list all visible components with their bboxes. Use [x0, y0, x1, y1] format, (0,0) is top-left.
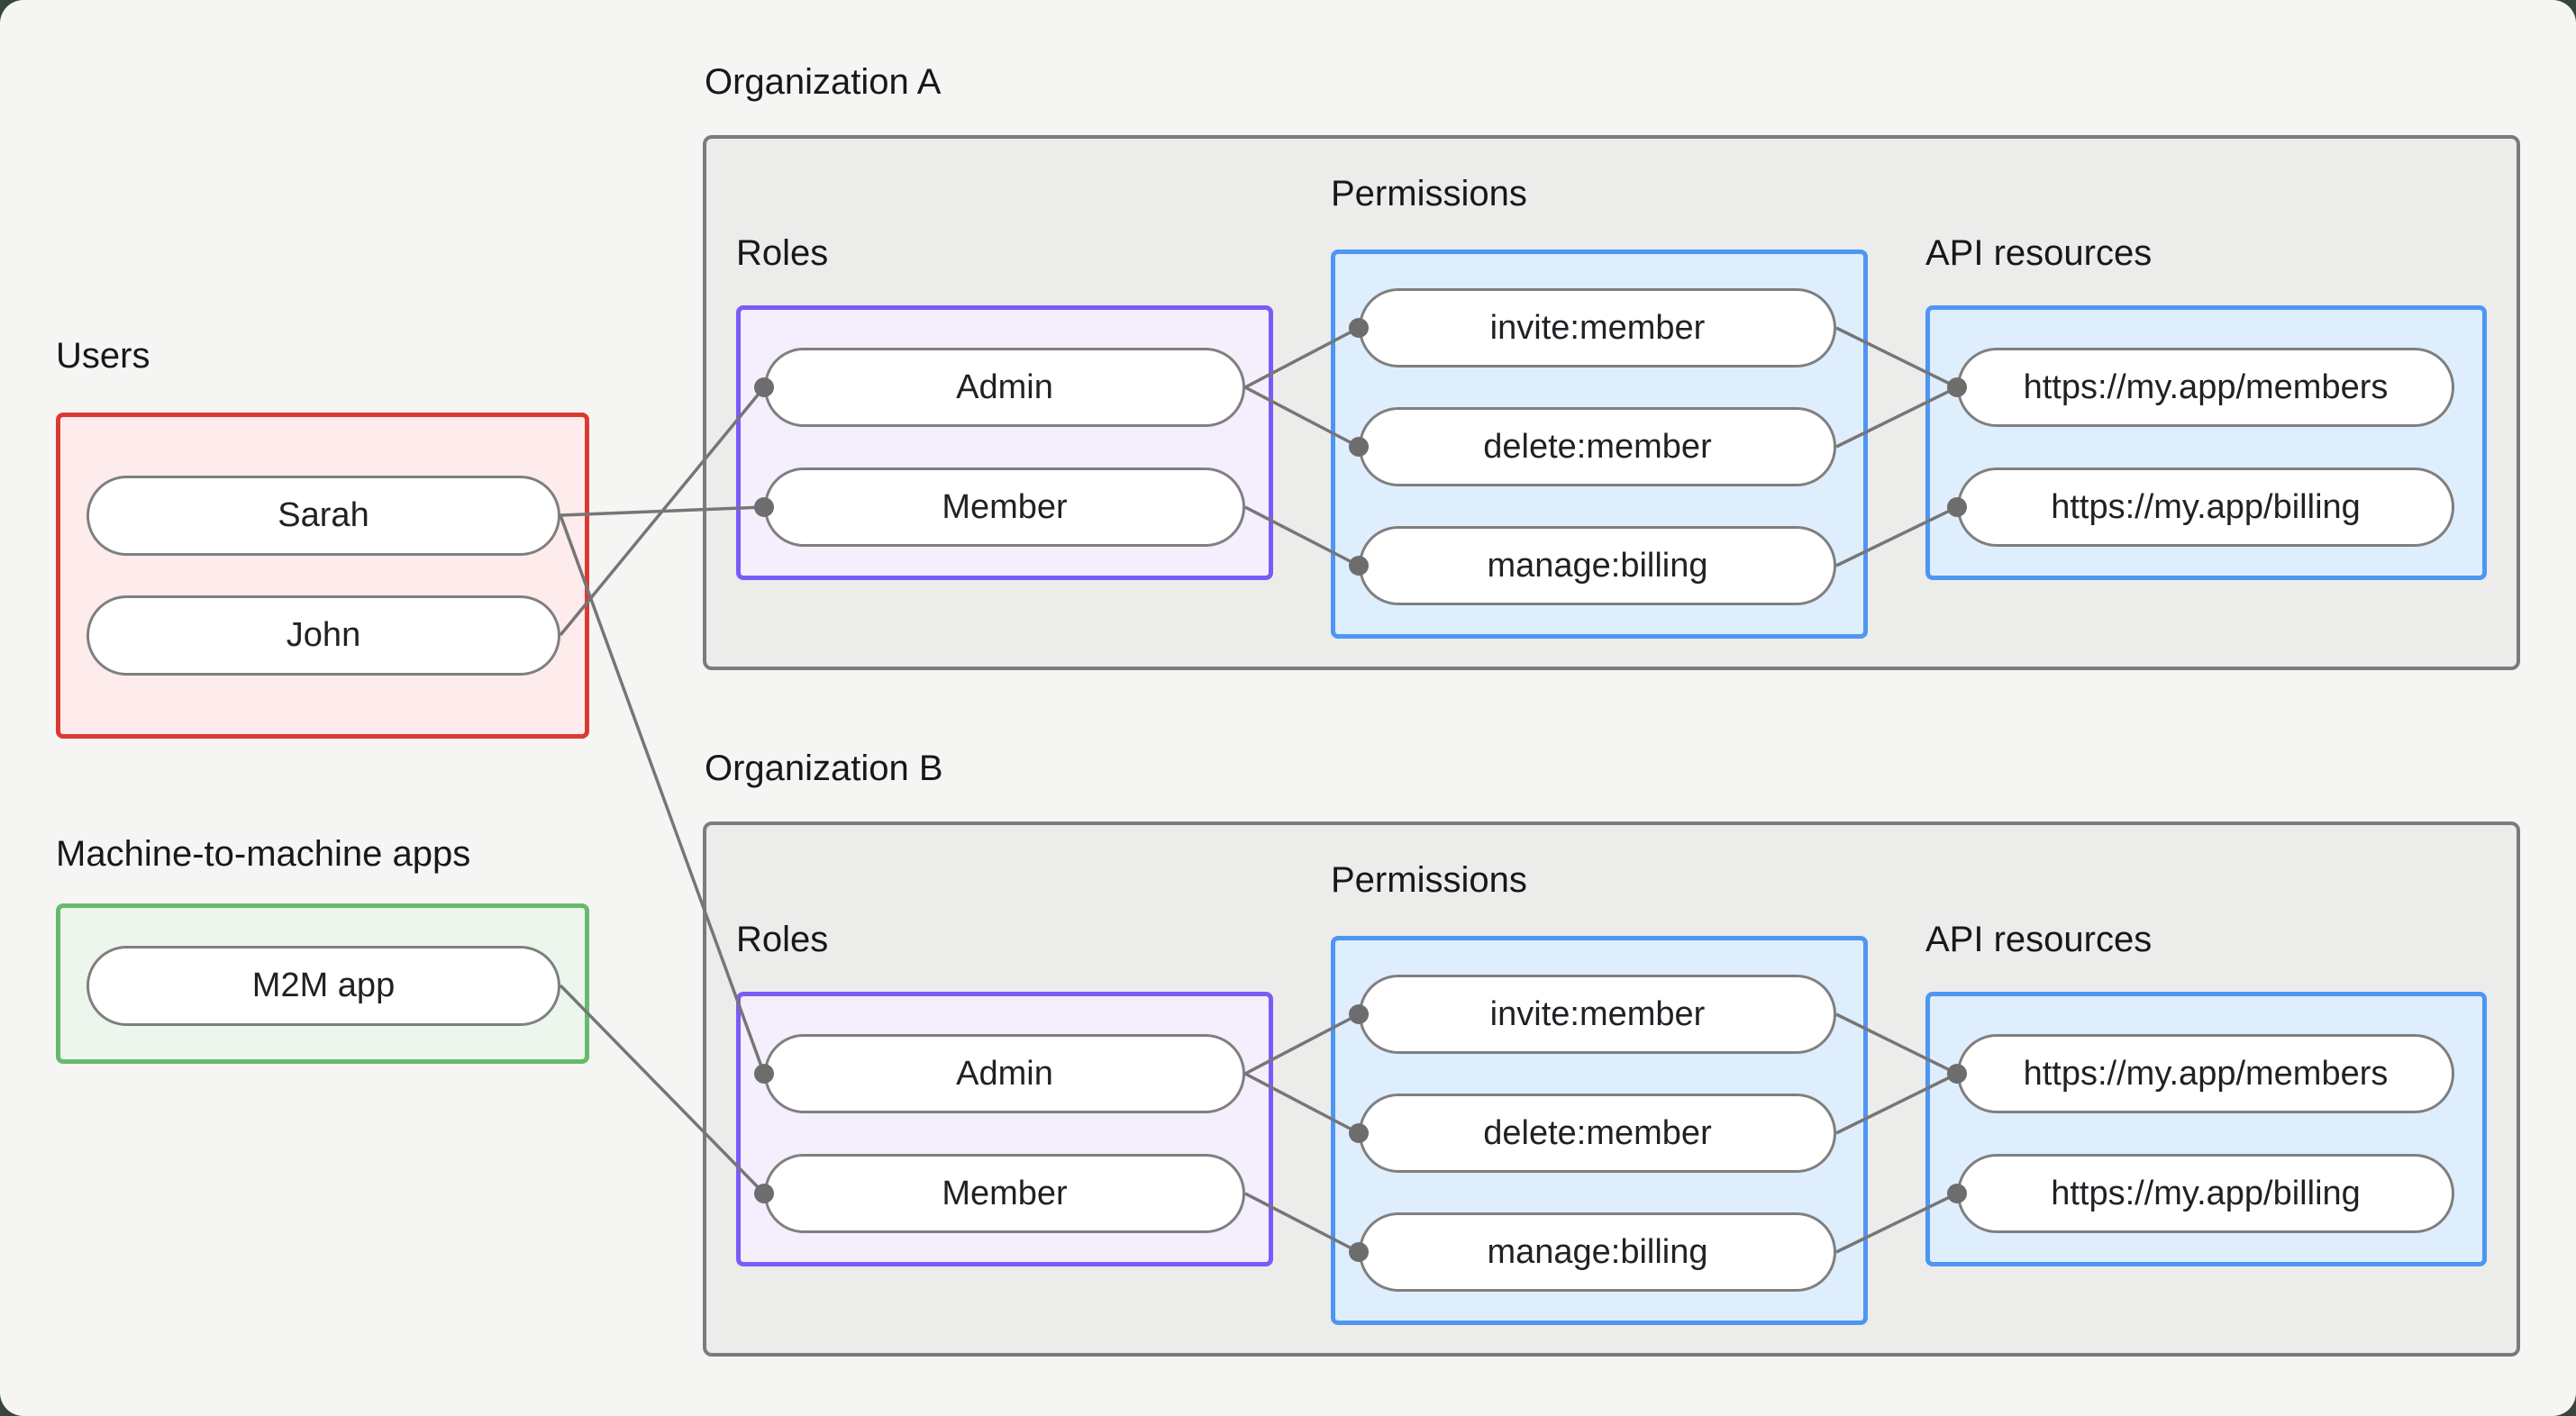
org-b-title: Organization B	[705, 749, 943, 788]
m2m-app-node: M2M app	[86, 946, 560, 1026]
org-b-api-members: https://my.app/members	[1957, 1034, 2454, 1113]
org-b-api-billing: https://my.app/billing	[1957, 1154, 2454, 1233]
org-b-role-member: Member	[764, 1154, 1245, 1233]
org-b-permission-delete-member: delete:member	[1359, 1094, 1836, 1173]
org-a-permissions-label: Permissions	[1331, 174, 1527, 213]
org-b-permissions-label: Permissions	[1331, 860, 1527, 900]
org-b-roles-label: Roles	[736, 920, 829, 959]
user-node-john: John	[86, 595, 560, 676]
users-group-box	[56, 413, 589, 739]
org-a-permission-invite-member: invite:member	[1359, 288, 1836, 368]
org-a-role-member: Member	[764, 467, 1245, 547]
org-a-permission-delete-member: delete:member	[1359, 407, 1836, 486]
users-group-label: Users	[56, 336, 150, 376]
m2m-group-label: Machine-to-machine apps	[56, 834, 471, 874]
org-b-permission-invite-member: invite:member	[1359, 975, 1836, 1054]
org-a-api-resources-label: API resources	[1925, 233, 2153, 273]
org-b-api-resources-label: API resources	[1925, 920, 2153, 959]
org-a-permission-manage-billing: manage:billing	[1359, 526, 1836, 605]
org-b-role-admin: Admin	[764, 1034, 1245, 1113]
org-a-api-members: https://my.app/members	[1957, 348, 2454, 427]
org-a-role-admin: Admin	[764, 348, 1245, 427]
org-a-roles-label: Roles	[736, 233, 829, 273]
org-a-title: Organization A	[705, 62, 942, 102]
org-b-permission-manage-billing: manage:billing	[1359, 1212, 1836, 1292]
user-node-sarah: Sarah	[86, 476, 560, 556]
org-a-api-billing: https://my.app/billing	[1957, 467, 2454, 547]
